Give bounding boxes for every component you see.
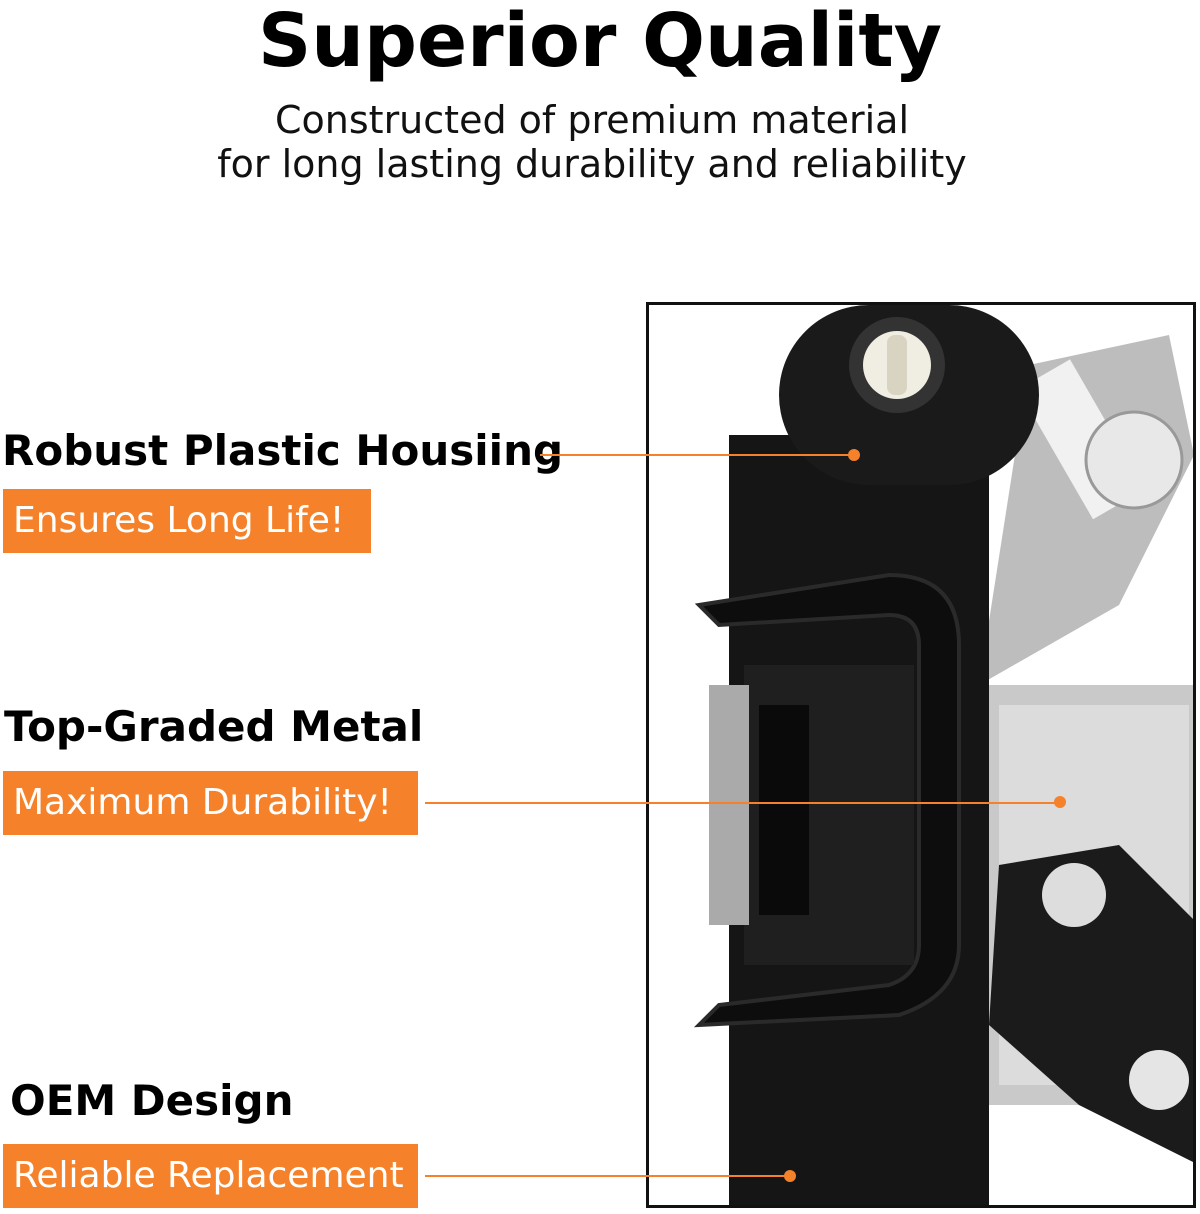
callout-line [425,1175,790,1177]
feature-title-plastic-housing: Robust Plastic Housiing [2,426,564,475]
feature-badge-long-life: Ensures Long Life! [3,489,371,553]
feature-title-oem: OEM Design [10,1076,294,1125]
callout-line [425,802,1060,804]
page-title: Superior Quality [258,0,942,84]
feature-title-metal: Top-Graded Metal [4,702,424,751]
subtitle-line-1: Constructed of premium material [275,98,909,142]
subtitle-line-2: for long lasting durability and reliabil… [217,142,967,186]
feature-badge-durability: Maximum Durability! [3,771,418,835]
callout-dot [1054,796,1066,808]
callout-dot [784,1170,796,1182]
door-lock-actuator-illustration [693,305,1193,1205]
callout-line [540,454,852,456]
callout-dot [848,449,860,461]
feature-badge-replacement: Reliable Replacement [3,1144,418,1208]
product-image [646,302,1196,1208]
